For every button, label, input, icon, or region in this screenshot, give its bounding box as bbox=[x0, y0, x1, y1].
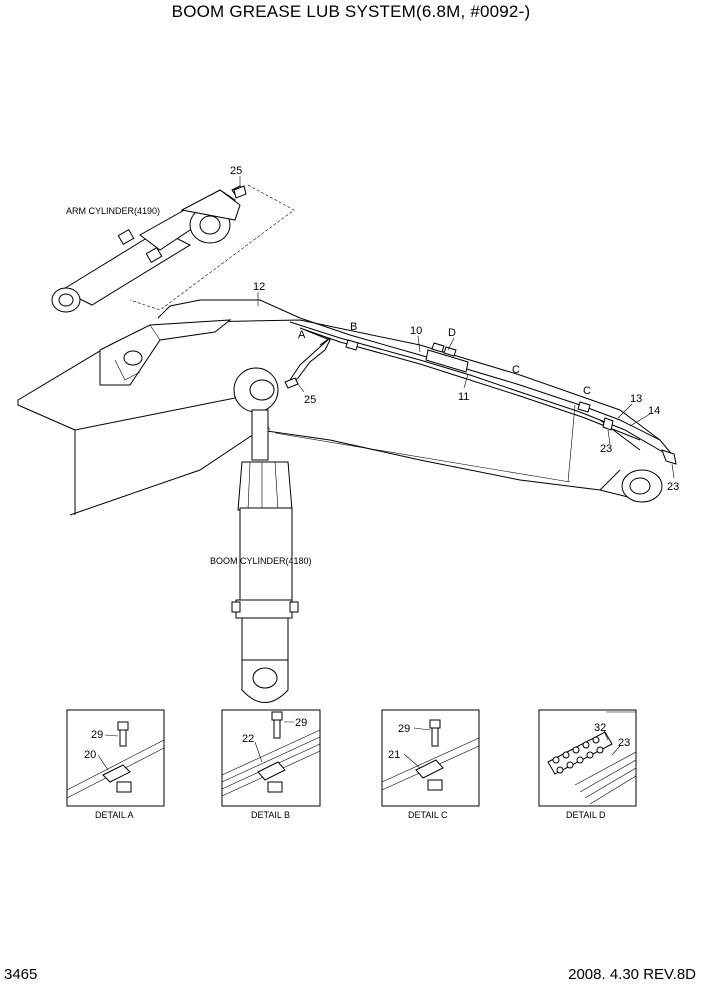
detail-c-num-29: 29 bbox=[398, 723, 410, 735]
callout-10: 10 bbox=[410, 325, 422, 337]
detail-b: 29 22 DETAIL B bbox=[221, 709, 321, 820]
boom-cylinder bbox=[231, 367, 299, 703]
detail-b-num-22: 22 bbox=[242, 733, 254, 745]
detail-c: 29 21 DETAIL C bbox=[381, 709, 480, 820]
callout-c2: C bbox=[583, 385, 591, 397]
revision-date: 2008. 4.30 REV.8D bbox=[568, 966, 696, 983]
leader-lines bbox=[239, 176, 675, 479]
detail-b-caption: DETAIL B bbox=[251, 810, 290, 820]
callout-a: A bbox=[298, 329, 306, 341]
detail-d: 32 23 DETAIL D bbox=[538, 709, 637, 820]
callout-12: 12 bbox=[253, 281, 265, 293]
callout-c1: C bbox=[512, 364, 520, 376]
callout-23-b: 23 bbox=[667, 481, 679, 493]
detail-c-caption: DETAIL C bbox=[408, 810, 448, 820]
page-number: 3465 bbox=[4, 966, 38, 983]
callout-b: B bbox=[350, 321, 357, 333]
detail-d-num-23: 23 bbox=[618, 737, 630, 749]
callout-23-a: 23 bbox=[600, 443, 612, 455]
callout-13: 13 bbox=[630, 393, 642, 405]
callout-d: D bbox=[448, 327, 456, 339]
callout-25-mid: 25 bbox=[304, 394, 316, 406]
callout-11: 11 bbox=[458, 391, 469, 403]
detail-a: 29 20 DETAIL A bbox=[66, 709, 165, 820]
page-title: BOOM GREASE LUB SYSTEM(6.8M, #0092-) bbox=[171, 2, 531, 21]
detail-d-caption: DETAIL D bbox=[566, 810, 606, 820]
detail-c-num-21: 21 bbox=[388, 749, 400, 761]
callout-14: 14 bbox=[648, 405, 660, 417]
detail-d-num-32: 32 bbox=[594, 722, 606, 734]
detail-a-num-20: 20 bbox=[84, 749, 96, 761]
grease-lines bbox=[157, 299, 677, 465]
grease-nipple-25 bbox=[233, 185, 305, 393]
arm-cylinder-label: ARM CYLINDER(4190) bbox=[66, 206, 160, 216]
detail-a-num-29: 29 bbox=[91, 729, 103, 741]
detail-b-num-29: 29 bbox=[295, 717, 307, 729]
detail-a-caption: DETAIL A bbox=[95, 810, 134, 820]
callout-25-top: 25 bbox=[230, 165, 242, 177]
boom-body bbox=[17, 319, 663, 516]
boom-cylinder-label: BOOM CYLINDER(4180) bbox=[210, 556, 312, 566]
arm-cylinder bbox=[51, 184, 295, 313]
